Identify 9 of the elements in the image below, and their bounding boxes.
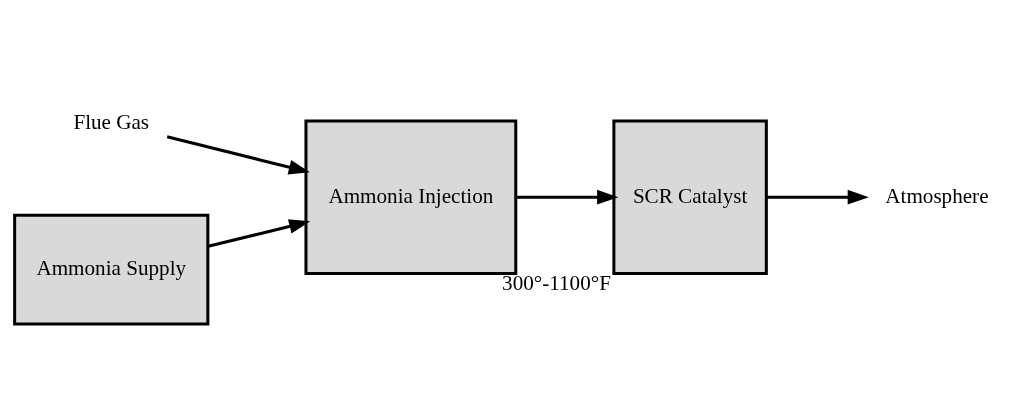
node-box: SCR Catalyst [612, 118, 768, 275]
node-text: Atmosphere [885, 183, 989, 208]
node-box: Ammonia Injection [304, 118, 518, 275]
arrow [766, 189, 869, 205]
arrow [166, 134, 310, 174]
arrow [516, 189, 619, 205]
arrow [207, 218, 311, 248]
node-box: Ammonia Supply [13, 213, 210, 325]
node-text: Flue Gas [73, 109, 150, 134]
